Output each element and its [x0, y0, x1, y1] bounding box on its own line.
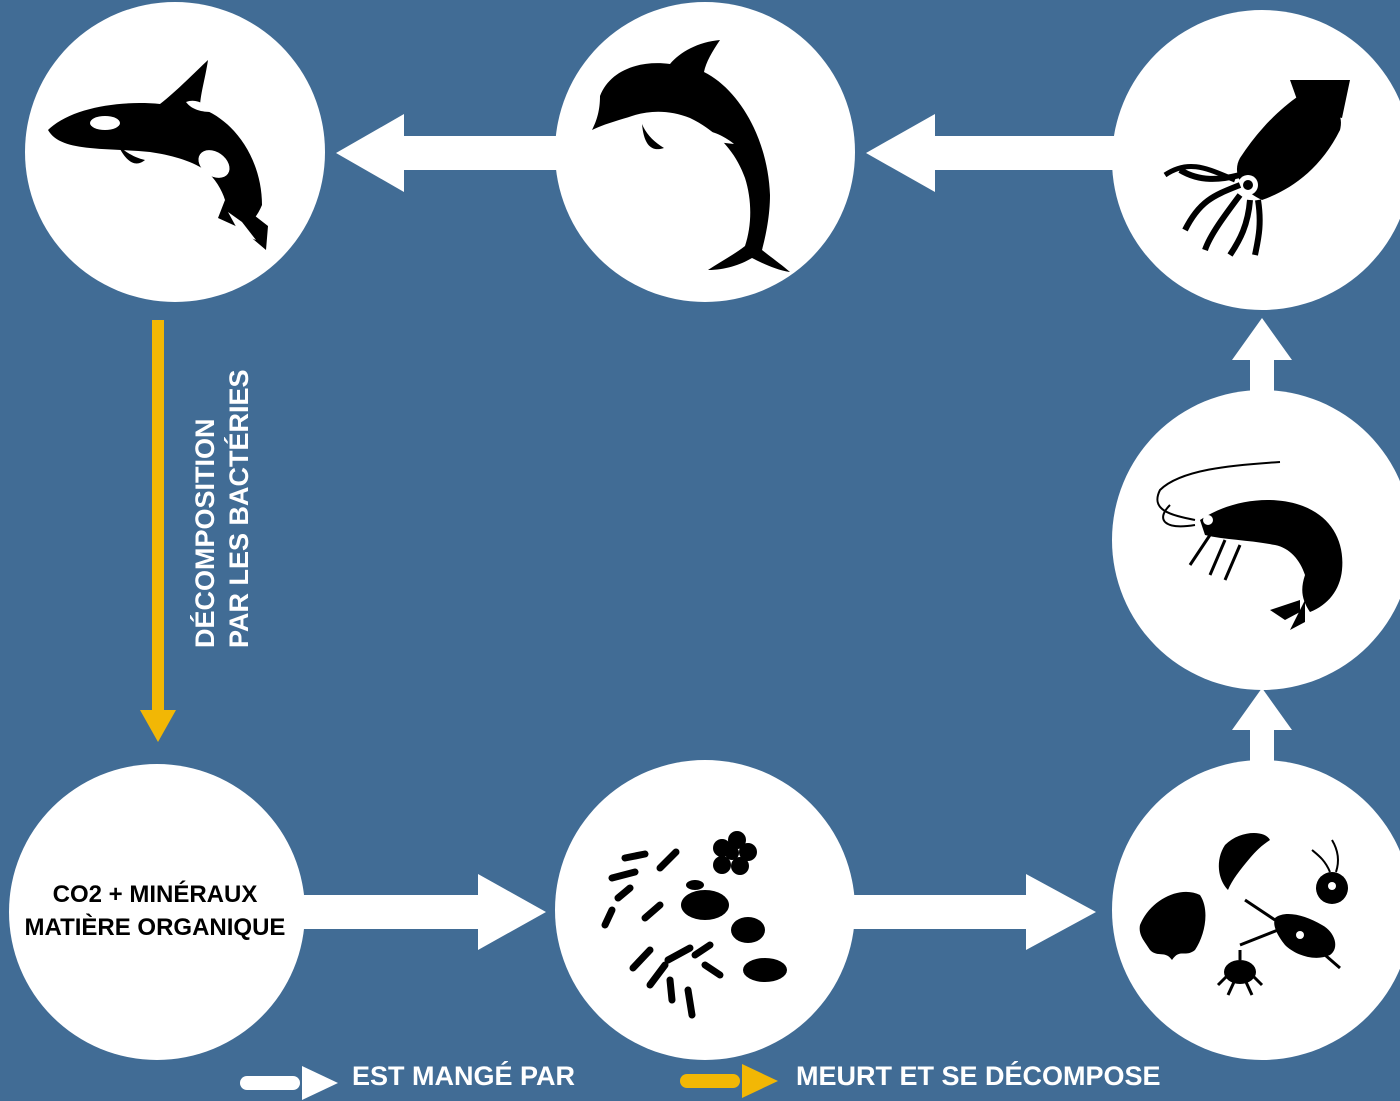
decomposition-label-line1: DÉCOMPOSITION: [188, 369, 222, 648]
decomposition-arrow: [140, 320, 176, 742]
eaten-by-arrow-phytoplankton-to-zooplankton: [850, 874, 1096, 950]
legend-eaten-by-text: EST MANGÉ PAR: [352, 1061, 575, 1092]
legend-decompose-arrow: [680, 1064, 778, 1098]
nutrients-label: CO2 + MINÉRAUX MATIÈRE ORGANIQUE: [10, 878, 300, 944]
decomposition-label: DÉCOMPOSITION PAR LES BACTÉRIES: [188, 369, 256, 648]
eaten-by-arrow-shrimp-to-squid: [1232, 318, 1292, 400]
decomposition-label-line2: PAR LES BACTÉRIES: [222, 369, 256, 648]
nutrients-label-line2: MATIÈRE ORGANIQUE: [10, 911, 300, 944]
eaten-by-arrow-zooplankton-to-shrimp: [1232, 688, 1292, 770]
eaten-by-arrow-dolphin-to-orca: [336, 114, 566, 192]
eaten-by-arrow-squid-to-dolphin: [866, 114, 1118, 192]
legend-eaten-arrow: [240, 1066, 338, 1100]
nutrients-label-line1: CO2 + MINÉRAUX: [10, 878, 300, 911]
eaten-by-arrow-nutrients-to-phytoplankton: [300, 874, 546, 950]
legend-dies-decomposes-text: MEURT ET SE DÉCOMPOSE: [796, 1061, 1161, 1092]
